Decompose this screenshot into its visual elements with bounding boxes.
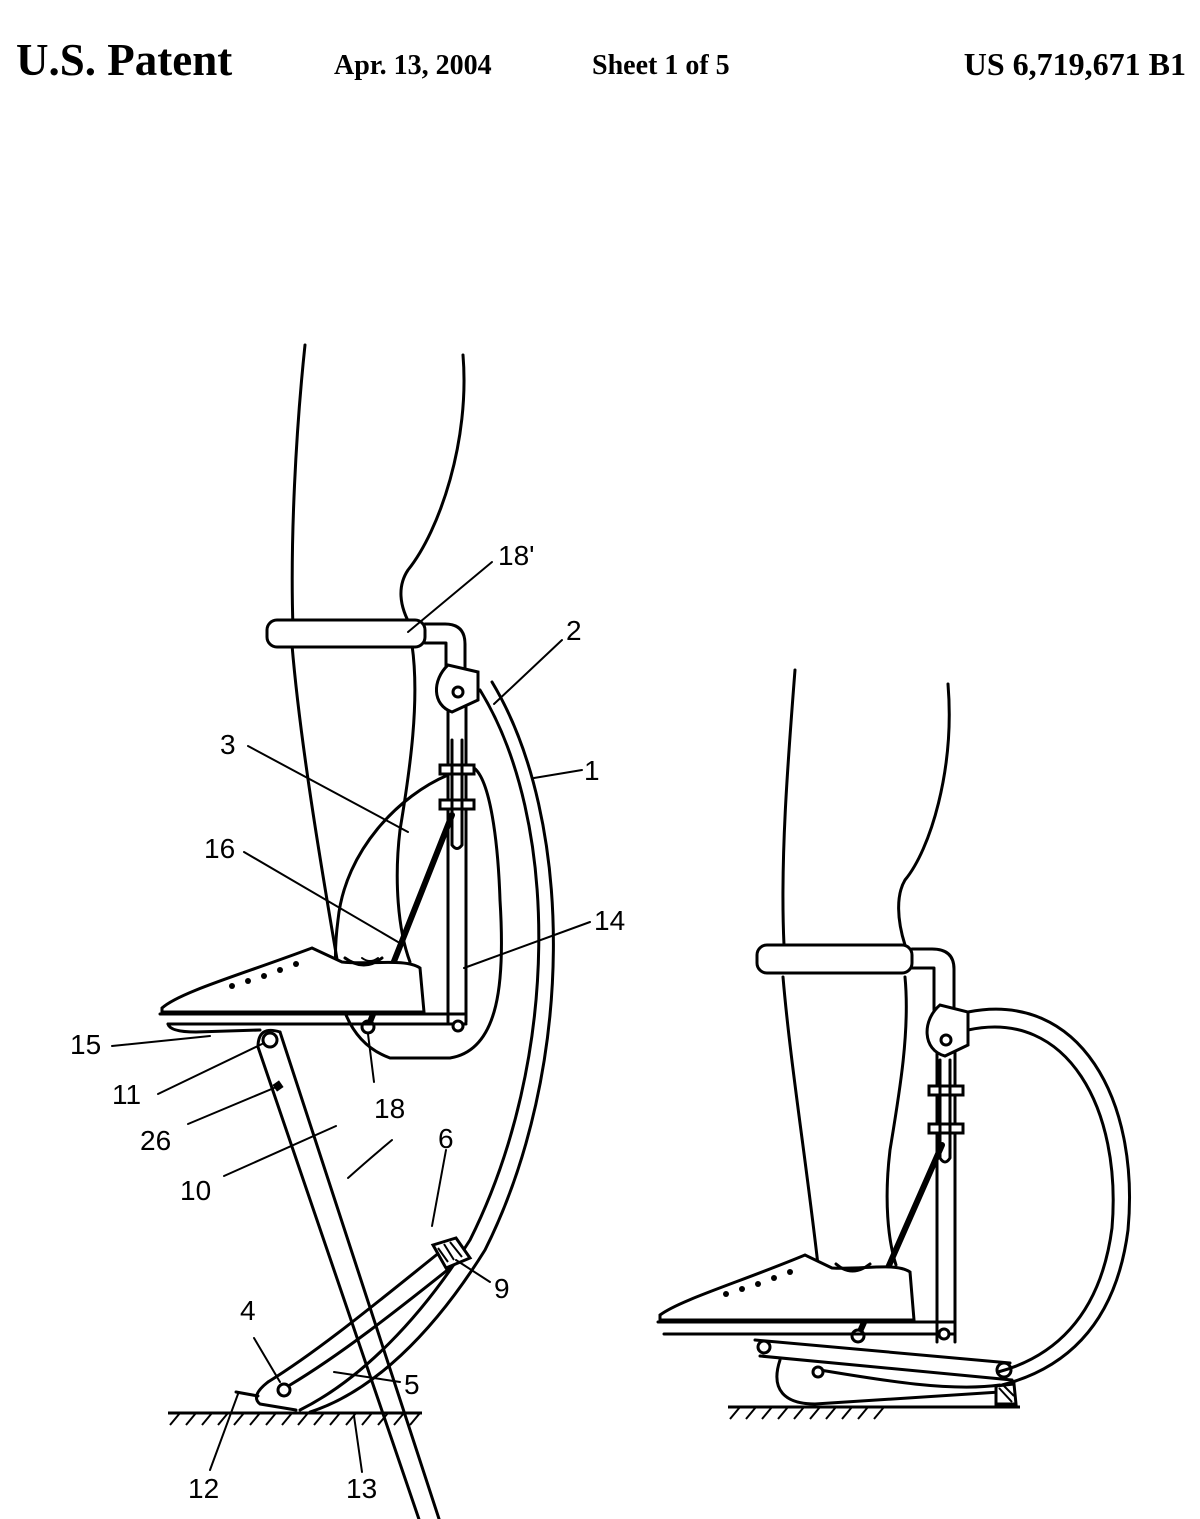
patent-title: U.S. Patent (16, 35, 233, 85)
lower-link-5 (266, 1246, 447, 1384)
heel-shell-3 (334, 766, 504, 1060)
label-10: 10 (180, 1175, 211, 1206)
label-26: 26 (140, 1125, 171, 1156)
tip-12 (234, 1390, 260, 1398)
right-ground (728, 1405, 1020, 1420)
right-hinge (925, 1003, 970, 1058)
reference-labels: 18' 2 3 1 16 14 15 11 18 26 6 10 9 4 5 1… (70, 540, 625, 1504)
right-cuff (755, 943, 914, 975)
right-arm-folded (753, 1338, 1012, 1365)
leader-lines (111, 561, 591, 1473)
label-1: 1 (584, 755, 600, 786)
label-12: 12 (188, 1473, 219, 1504)
slider-bracket (347, 1139, 393, 1179)
left-leg-outline (290, 343, 466, 967)
patent-header: U.S. Patent Apr. 13, 2004 Sheet 1 of 5 U… (0, 0, 1200, 110)
leaf-spring-1 (298, 688, 541, 1412)
right-lower-link (775, 1358, 1002, 1406)
pin-11 (261, 1031, 279, 1049)
label-3: 3 (220, 729, 236, 760)
clamp-upper (438, 763, 476, 776)
left-figure (158, 343, 555, 1519)
patent-number: US 6,719,671 B1 (963, 46, 1186, 82)
clamp-lower (438, 798, 476, 811)
label-9: 9 (494, 1273, 510, 1304)
label-2: 2 (566, 615, 582, 646)
patent-date: Apr. 13, 2004 (334, 50, 492, 81)
ground-13 (168, 1411, 422, 1426)
label-16: 16 (204, 833, 235, 864)
marker-26 (272, 1080, 284, 1092)
sheet-number: Sheet 1 of 5 (592, 50, 730, 81)
label-14: 14 (594, 905, 625, 936)
label-5: 5 (404, 1369, 420, 1400)
arm-10 (256, 1028, 441, 1519)
right-leaf-spring (966, 1007, 1131, 1387)
left-shoe (160, 946, 426, 1014)
label-6: 6 (438, 1123, 454, 1154)
pad-9 (430, 1236, 473, 1270)
label-15: 15 (70, 1029, 101, 1060)
cuff-18-prime (265, 618, 427, 649)
pin-4 (276, 1382, 292, 1398)
label-13: 13 (346, 1473, 377, 1504)
right-shoe (658, 1253, 916, 1322)
right-leg-outline (781, 668, 951, 1267)
cuff-arm (423, 622, 467, 702)
label-18: 18 (374, 1093, 405, 1124)
label-4: 4 (240, 1295, 256, 1326)
right-pad (994, 1382, 1018, 1406)
label-18-prime: 18' (498, 540, 535, 571)
label-11: 11 (112, 1079, 141, 1110)
right-figure (656, 668, 1131, 1420)
